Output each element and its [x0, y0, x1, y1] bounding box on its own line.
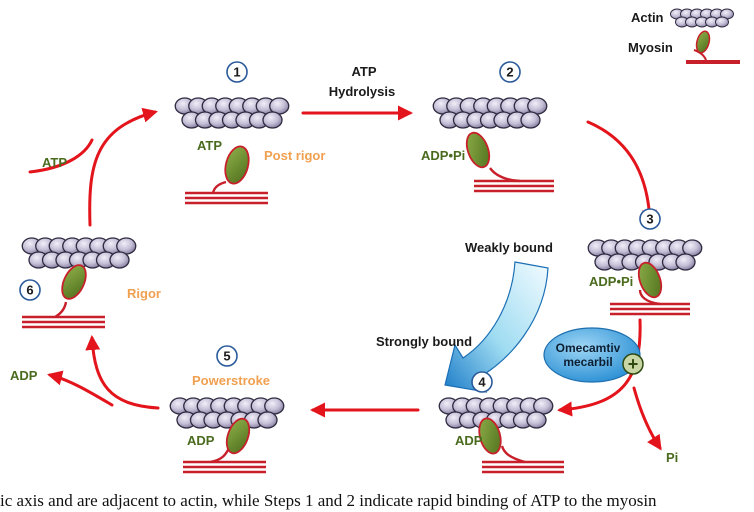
omecamtiv-ellipse	[543, 327, 641, 383]
step-2-number: 2	[506, 65, 513, 80]
weakly-bound-label: Weakly bound	[465, 240, 553, 255]
arrow-atp-in	[28, 138, 94, 174]
step2-nucleotide: ADP•Pi	[421, 148, 465, 163]
step-3-number: 3	[646, 212, 653, 227]
step-6-badge: 6	[19, 279, 41, 301]
myosin-step2	[465, 131, 554, 193]
arrow-step5-to-6	[85, 335, 160, 410]
step-5-number: 5	[223, 349, 230, 364]
step-6-number: 6	[26, 283, 33, 298]
step-1-number: 1	[233, 65, 240, 80]
myosin-step3	[610, 261, 690, 316]
step-4-number: 4	[478, 375, 486, 390]
actin-filament-step3	[587, 239, 703, 271]
legend-actin-glyph	[670, 8, 734, 28]
step5-nucleotide: ADP	[187, 433, 215, 448]
step-5-badge: 5	[216, 345, 238, 367]
myosin-step6	[22, 264, 105, 329]
strongly-bound-label: Strongly bound	[376, 334, 472, 349]
actin-filament-step6	[21, 237, 137, 269]
drug-name-line1: Omecamtiv	[556, 341, 621, 355]
arrow-step6-to-1	[88, 107, 158, 227]
step-1-badge: 1	[226, 61, 248, 83]
weak-to-strong-arrow	[444, 261, 549, 393]
adp-out-label: ADP	[10, 368, 38, 383]
hydrolysis-label-line1: ATP	[351, 64, 376, 79]
arrow-pi-out	[632, 386, 662, 451]
myosin-step5	[183, 417, 266, 474]
actin-filament-step2	[432, 97, 548, 129]
arrow-step3-to-4	[557, 318, 642, 417]
legend-myosin-glyph	[686, 30, 740, 64]
step-4-badge: 4	[471, 371, 493, 393]
step-3-badge: 3	[639, 208, 661, 230]
hydrolysis-label-line2: Hydrolysis	[329, 84, 395, 99]
plus-sign: +	[628, 354, 639, 374]
arrow-adp-out	[47, 370, 114, 407]
legend-myosin-label: Myosin	[628, 40, 673, 55]
actin-filament-step1	[174, 97, 290, 129]
step4-nucleotide: ADP	[455, 433, 483, 448]
plus-icon	[622, 353, 644, 375]
actin-filament-step5	[169, 397, 285, 429]
arrow-step2-to-3	[586, 120, 657, 225]
myosin-step4	[478, 417, 564, 474]
drug-name-line2: mecarbil	[563, 355, 612, 369]
step1-state: Post rigor	[264, 148, 325, 163]
step1-nucleotide: ATP	[197, 138, 222, 153]
step-2-badge: 2	[499, 61, 521, 83]
pi-out-label: Pi	[666, 450, 678, 465]
figure-caption: ic axis and are adjacent to actin, while…	[0, 491, 657, 510]
step3-nucleotide: ADP•Pi	[589, 274, 633, 289]
atp-in-label: ATP	[42, 155, 67, 170]
step6-state: Rigor	[127, 286, 161, 301]
myosin-step1	[185, 145, 268, 205]
step5-state: Powerstroke	[192, 373, 270, 388]
legend-actin-label: Actin	[631, 10, 664, 25]
